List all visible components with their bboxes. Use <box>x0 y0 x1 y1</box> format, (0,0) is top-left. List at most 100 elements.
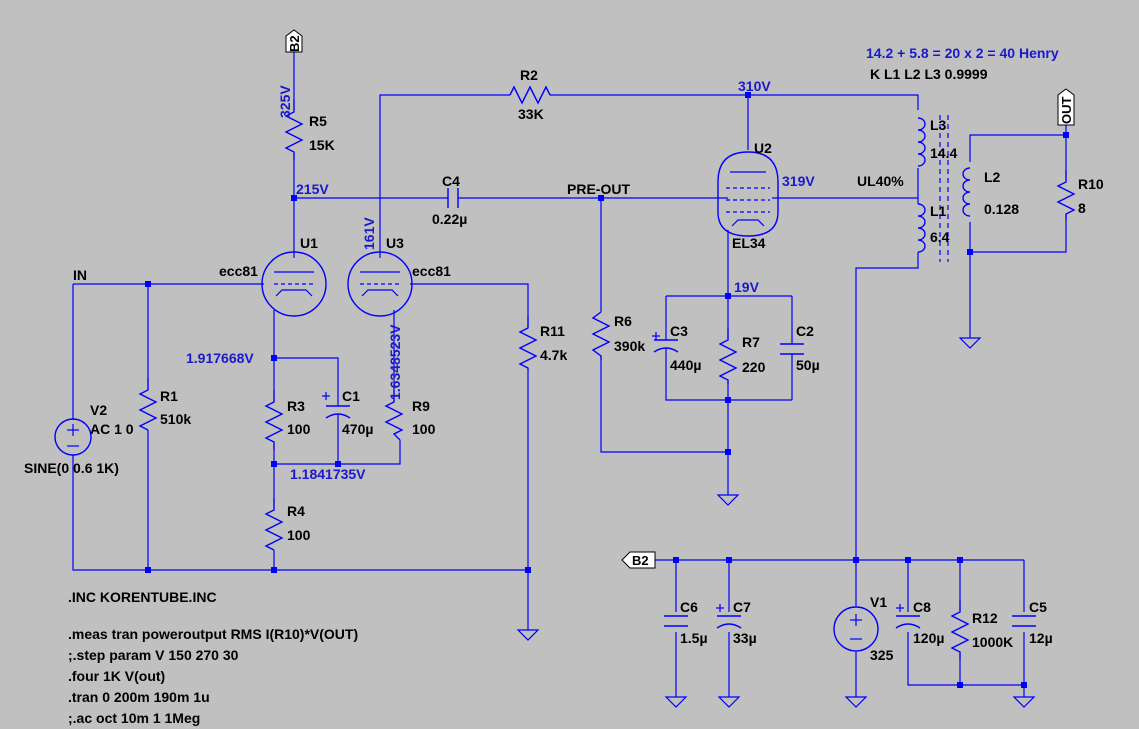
directive-line: .meas tran poweroutput RMS I(R10)*V(OUT) <box>68 626 358 642</box>
r1-value: 510k <box>160 411 191 427</box>
l1-name: L1 <box>930 203 947 219</box>
directive-line: ;.ac oct 10m 1 1Meg <box>68 710 200 726</box>
capacitor-c6[interactable] <box>664 615 688 627</box>
c4-name: C4 <box>442 173 460 189</box>
resistor-r3[interactable] <box>264 390 284 450</box>
resistor-r9[interactable] <box>384 390 404 441</box>
resistor-r10[interactable] <box>1056 170 1076 220</box>
r7-name: R7 <box>742 334 760 350</box>
directive-line: .INC KORENTUBE.INC <box>68 589 217 605</box>
r6-value: 390k <box>614 338 645 354</box>
c5-value: 12µ <box>1029 630 1053 646</box>
u1-name: U1 <box>300 235 318 251</box>
coupling-directive: K L1 L2 L3 0.9999 <box>870 66 988 82</box>
u3-value: ecc81 <box>412 263 451 279</box>
c5-name: C5 <box>1029 599 1047 615</box>
c1-value: 470µ <box>342 421 373 437</box>
capacitor-c4[interactable] <box>447 188 459 208</box>
u1-value: ecc81 <box>219 263 258 279</box>
v2-name: V2 <box>90 402 107 418</box>
r9-name: R9 <box>412 398 430 414</box>
r5-name: R5 <box>309 113 327 129</box>
resistor-r11[interactable] <box>518 316 538 370</box>
c2-value: 50µ <box>796 357 820 373</box>
c8-value: 120µ <box>913 630 944 646</box>
source-v1[interactable] <box>833 606 879 652</box>
directive-line: ;.step param V 150 270 30 <box>68 647 239 663</box>
r3-name: R3 <box>287 398 305 414</box>
net-ul-label: UL40% <box>857 173 904 189</box>
r12-value: 1000K <box>972 634 1013 650</box>
c3-value: 440µ <box>670 357 701 373</box>
tube-u1[interactable] <box>261 251 327 317</box>
transformer[interactable] <box>917 115 971 262</box>
ground-symbols <box>516 337 1036 708</box>
voltage-16348523v: 1.6348523V <box>387 324 403 400</box>
r9-value: 100 <box>412 421 436 437</box>
voltage-11841735v: 1.1841735V <box>290 466 366 482</box>
resistor-r6[interactable] <box>591 311 611 360</box>
v1-name: V1 <box>870 594 887 610</box>
tube-u2[interactable] <box>717 151 779 237</box>
c3-name: C3 <box>670 323 688 339</box>
capacitor-c2[interactable] <box>780 340 804 360</box>
capacitor-c8[interactable] <box>895 604 921 629</box>
r11-value: 4.7k <box>540 347 567 363</box>
c6-name: C6 <box>680 599 698 615</box>
c2-name: C2 <box>796 323 814 339</box>
junctions <box>145 92 1069 688</box>
spice-directives: .INC KORENTUBE.INC .meas tran poweroutpu… <box>68 589 358 726</box>
voltage-1917668v: 1.917668V <box>186 350 254 366</box>
net-pre-out-label: PRE-OUT <box>567 181 630 197</box>
tube-u3[interactable] <box>347 251 413 317</box>
capacitor-c7[interactable] <box>716 604 742 629</box>
r2-name: R2 <box>520 67 538 83</box>
resistor-r12[interactable] <box>950 600 970 660</box>
resistor-r4[interactable] <box>264 498 284 551</box>
voltage-19v: 19V <box>734 279 760 295</box>
resistor-r5[interactable] <box>284 100 304 160</box>
l2-value: 0.128 <box>984 201 1019 217</box>
v1-value: 325 <box>870 647 894 663</box>
resistor-r2[interactable] <box>509 85 551 105</box>
r2-value: 33K <box>518 106 544 122</box>
net-in-label: IN <box>73 267 87 283</box>
r3-value: 100 <box>287 421 311 437</box>
v2-sine: SINE(0 0.6 1K) <box>24 460 119 476</box>
r12-name: R12 <box>972 610 998 626</box>
capacitor-c5[interactable] <box>1012 615 1036 627</box>
port-b2-top[interactable]: B2 <box>285 29 303 53</box>
resistor-r1[interactable] <box>138 378 158 431</box>
r7-value: 220 <box>742 359 766 375</box>
c4-value: 0.22µ <box>432 211 467 227</box>
port-out[interactable]: OUT <box>1057 88 1075 126</box>
c8-name: C8 <box>913 599 931 615</box>
r1-name: R1 <box>160 388 178 404</box>
port-b2-bottom[interactable]: B2 <box>621 551 656 569</box>
capacitor-c1[interactable] <box>322 392 351 420</box>
v2-value: AC 1 0 <box>90 421 134 437</box>
component-labels: R5 15K R2 33K C4 0.22µ U1 ecc81 U3 ecc81… <box>24 67 1104 663</box>
directive-line: .tran 0 200m 190m 1u <box>68 689 210 705</box>
voltage-310v: 310V <box>738 78 771 94</box>
capacitor-c3[interactable] <box>652 330 679 372</box>
source-v2[interactable] <box>54 418 92 456</box>
r6-name: R6 <box>614 313 632 329</box>
port-b2-bottom-label: B2 <box>632 553 649 568</box>
u3-name: U3 <box>386 235 404 251</box>
u2-value: EL34 <box>732 235 766 251</box>
u2-name: U2 <box>754 140 772 156</box>
c1-name: C1 <box>342 388 360 404</box>
r4-value: 100 <box>287 527 311 543</box>
r11-name: R11 <box>540 323 565 339</box>
r5-value: 15K <box>309 137 335 153</box>
voltage-215v: 215V <box>296 181 329 197</box>
l1-value: 6.4 <box>930 229 950 245</box>
c7-value: 33µ <box>733 630 757 646</box>
voltage-161v: 161V <box>361 217 377 250</box>
resistor-r7[interactable] <box>718 328 738 384</box>
c6-value: 1.5µ <box>680 630 708 646</box>
henry-note: 14.2 + 5.8 = 20 x 2 = 40 Henry <box>866 45 1059 61</box>
voltage-325v: 325V <box>277 85 293 118</box>
